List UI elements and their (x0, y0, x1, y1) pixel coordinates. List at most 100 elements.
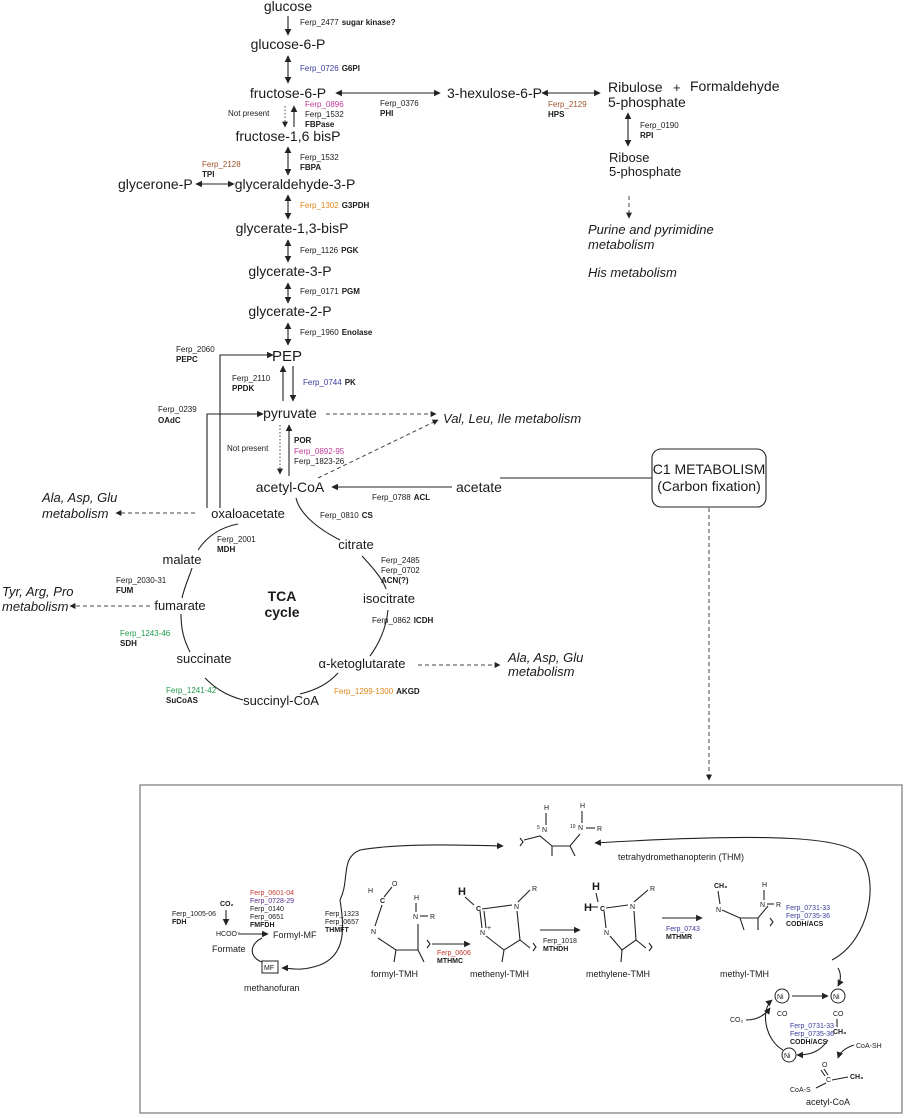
enzyme-ferp-0731-33a: Ferp_0731-33 (786, 905, 830, 912)
arrow-formylmf-to-mf (281, 899, 344, 972)
enzyme-mthdh: MTHDH (543, 946, 568, 953)
enzyme-ferp-0731-33b: Ferp_0731-33 (790, 1023, 834, 1030)
enzyme-ferp-1323: Ferp_1323 (325, 911, 359, 918)
tca-arc-malate-oxaloacetate (197, 523, 239, 551)
enzyme-ferp-2110: Ferp_2110 (232, 374, 271, 383)
thm-structure: H N 5 H N 10 R (519, 803, 602, 857)
formate-label: Formate (212, 944, 246, 954)
methanofuran-label: methanofuran (244, 983, 300, 993)
plus-sign: + (673, 80, 681, 95)
acetyl-c: C (826, 1077, 831, 1084)
enzyme-fmfdh: FMFDH (250, 922, 275, 929)
metabolite-acetate: acetate (456, 479, 502, 495)
metabolite-fructose-1-6-bisp: fructose-1,6 bisP (235, 128, 340, 144)
enzyme-sdh: SDH (120, 639, 137, 648)
thm-label: tetrahydromethanopterin (THM) (618, 852, 744, 862)
enzyme-fdh: FDH (172, 919, 186, 926)
metabolite-ribose: Ribose (609, 150, 649, 165)
arrow-oxaloacetate-pyruvate (206, 410, 264, 508)
svg-text:N: N (542, 827, 547, 834)
enzyme-ferp-1243-46: Ferp_1243-46 (120, 629, 171, 638)
not-present-label-1: Not present (228, 109, 270, 118)
svg-text:C: C (600, 906, 605, 913)
c1-box-subtitle: (Carbon fixation) (657, 478, 761, 494)
svg-text:N: N (480, 930, 485, 937)
enzyme-ferp-2129: Ferp_2129 (548, 100, 587, 109)
svg-text:N: N (371, 929, 376, 936)
svg-text:CH₃: CH₃ (714, 883, 727, 890)
enzyme-ferp-1241-42: Ferp_1241-42 (166, 686, 217, 695)
methylene-tmh-structure: H H C N R N (584, 881, 655, 963)
enzyme-mthmr: MTHMR (666, 934, 692, 941)
enzyme-ferp-0728-29: Ferp_0728-29 (250, 898, 294, 905)
svg-text:H: H (592, 881, 600, 893)
pathway-tyr-arg-pro-metabolism: metabolism (2, 599, 69, 614)
enzyme-ferp-1823-26: Ferp_1823-26 (294, 457, 345, 466)
formyl-tmh-structure: H C O N H N R (368, 881, 435, 963)
metabolite-glycerone-p: glycerone-P (118, 176, 193, 192)
enzyme-ferp-0140: Ferp_0140 (250, 906, 284, 913)
c1-metabolism-box (651, 448, 767, 508)
tca-arc-succinate-fumarate (180, 613, 191, 653)
arrow-ni-regenerate (764, 999, 784, 1051)
methyl-tmh-label: methyl-TMH (720, 969, 769, 979)
metabolite-citrate: citrate (338, 537, 373, 552)
pathway-val-leu-ile: Val, Leu, Ile metabolism (443, 411, 581, 426)
ni-circle-1 (774, 988, 790, 1004)
enzyme-ferp-0892-95: Ferp_0892-95 (294, 447, 345, 456)
coas-label: CoA-S (790, 1087, 811, 1094)
enzyme-codh-acs-2: CODH/ACS (790, 1039, 828, 1046)
enzyme-tpi: TPI (202, 170, 214, 179)
metabolite-glycerate-1-3-bisp: glycerate-1,3-bisP (236, 220, 349, 236)
svg-text:C: C (476, 906, 481, 913)
enzyme-ferp-1005-06: Ferp_1005-06 (172, 911, 216, 918)
metabolite-oxaloacetate: oxaloacetate (211, 506, 285, 521)
tca-cycle-label-2: cycle (264, 604, 299, 620)
metabolite-glucose: glucose (264, 0, 312, 14)
ni-circle-2 (830, 988, 846, 1004)
svg-text:N: N (604, 930, 609, 937)
enzyme-ferp-0651: Ferp_0651 (250, 914, 284, 921)
enzyme-ferp-2485: Ferp_2485 (381, 556, 420, 565)
metabolite-formaldehyde: Formaldehyde (690, 78, 780, 94)
pathway-ala-asp-glu-2-metabolism: metabolism (508, 664, 575, 679)
enzyme-ferp-2060: Ferp_2060 (176, 345, 215, 354)
coash-label: CoA-SH (856, 1043, 882, 1050)
pathway-purine-metabolism: metabolism (588, 237, 655, 252)
svg-text:5: 5 (537, 825, 540, 831)
bond-c-s (815, 1082, 827, 1089)
enzyme-fbpase: FBPase (305, 120, 335, 129)
enzyme-ferp-0376: Ferp_0376 (380, 99, 419, 108)
enzyme-thmft: THMFT (325, 927, 349, 934)
co-label-1: CO (777, 1011, 788, 1018)
enzyme-mdh: MDH (217, 545, 235, 554)
ni-label-2: Ni (833, 994, 840, 1001)
metabolite-isocitrate: isocitrate (363, 591, 415, 606)
svg-text:R: R (532, 886, 537, 893)
methylene-tmh-label: methylene-TMH (586, 969, 650, 979)
metabolite-glyceraldehyde-3-p: glyceraldehyde-3-P (235, 176, 356, 192)
svg-text:H: H (368, 888, 373, 895)
enzyme-ferp-1532b: Ferp_1532 (300, 153, 339, 162)
enzyme-oadc: OAdC (158, 416, 181, 425)
arrow-thm-to-formyl (339, 842, 504, 901)
formyl-mf-label: Formyl-MF (273, 930, 317, 940)
bond-co-double-2 (820, 1069, 826, 1077)
metabolite-glucose-6-p: glucose-6-P (251, 36, 326, 52)
tca-arc-isocitrate-akg (369, 609, 389, 657)
enzyme-mthmc: MTHMC (437, 958, 463, 965)
enzyme-ferp-0239: Ferp_0239 (158, 405, 197, 414)
svg-text:H: H (544, 805, 549, 812)
enzyme-sucoas: SuCoAS (166, 696, 199, 705)
enzyme-ferp-0896: Ferp_0896 (305, 100, 344, 109)
acetyl-coa-product-label: acetyl-CoA (806, 1097, 850, 1107)
mf-box (261, 960, 279, 974)
arrow-oxaloacetate-pep (219, 351, 274, 508)
